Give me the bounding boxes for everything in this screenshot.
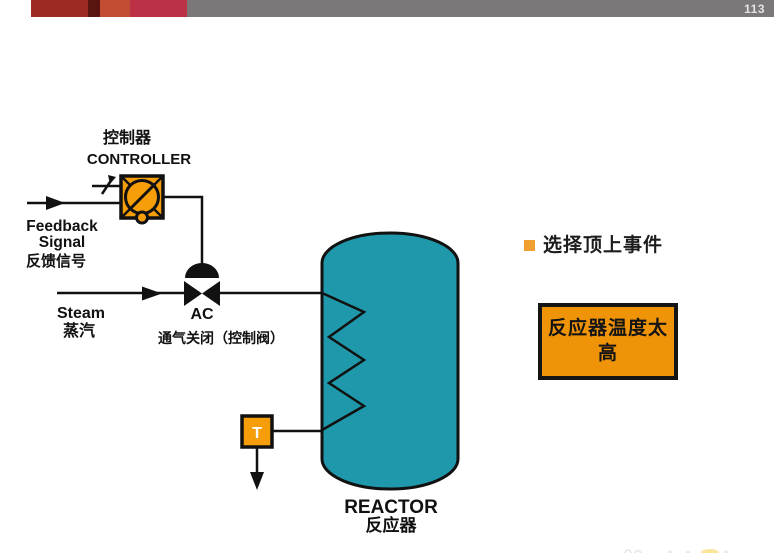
feedback-label-line2: Signal <box>39 234 86 251</box>
feedback-arrow-icon <box>46 196 65 210</box>
feedback-label-cn: 反馈信号 <box>26 252 86 270</box>
controller-title-cn: 控制器 <box>103 128 152 147</box>
header-bar: 113 <box>0 0 774 17</box>
controller-title-en: CONTROLLER <box>87 151 191 168</box>
steam-flow-arrow-icon <box>142 286 162 301</box>
reactor-vessel <box>320 231 460 491</box>
top-event-text-line2: 高 <box>597 342 618 364</box>
heating-coil <box>321 291 367 432</box>
reactor-label-cn: 反应器 <box>366 515 418 535</box>
temperature-sensor-label: T <box>252 425 262 442</box>
controller-output-line <box>163 195 204 278</box>
signal-slash-arrow-icon <box>108 175 116 184</box>
valve-caption-cn: 通气关闭（控制阀） <box>158 330 284 347</box>
bullet-square-icon <box>524 240 535 251</box>
accent-block-2 <box>88 0 100 17</box>
valve-code-label: AC <box>190 306 214 323</box>
steam-label-en: Steam <box>57 305 105 322</box>
valve-actuator-dome-icon <box>185 263 219 278</box>
accent-block-4 <box>130 0 187 17</box>
watermark-logo <box>623 549 729 553</box>
drain-arrow-icon <box>250 472 264 490</box>
reactor-label-en: REACTOR <box>344 497 438 518</box>
controller-nub <box>135 210 149 225</box>
accent-block-3 <box>100 0 130 17</box>
header-gray-bar: 113 <box>187 0 774 17</box>
top-event-box: 反应器温度太 高 <box>538 303 678 380</box>
top-event-text-line1: 反应器温度太 <box>547 317 668 339</box>
controller-symbol <box>119 174 165 225</box>
steam-label-cn: 蒸汽 <box>63 321 95 340</box>
accent-block-1 <box>31 0 88 17</box>
bullet-item-select-top-event: 选择顶上事件 <box>524 235 664 257</box>
control-valve-icon <box>184 281 220 306</box>
controller-slash <box>128 182 157 211</box>
page-number: 113 <box>744 1 765 16</box>
temperature-sensor-box <box>240 414 274 449</box>
feedback-label-line1: Feedback <box>26 218 98 235</box>
bullet-label: 选择顶上事件 <box>543 235 664 256</box>
